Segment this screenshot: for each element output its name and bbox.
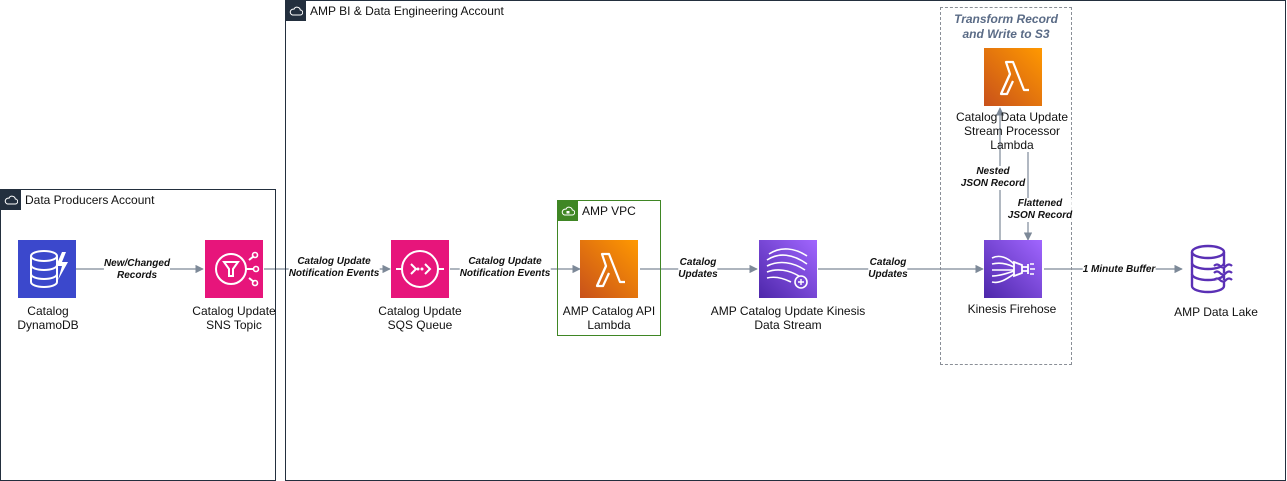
group-amp-vpc: AMP VPC	[557, 200, 661, 336]
kinesis-firehose-node[interactable]	[984, 240, 1042, 298]
group-transform-record: Transform Record and Write to S3	[940, 7, 1072, 365]
edge-label-buffer: 1 Minute Buffer	[1082, 264, 1156, 276]
kinesis-data-stream-icon	[759, 240, 817, 298]
sqs-queue-node[interactable]	[391, 240, 449, 298]
kinesis-firehose-icon	[984, 240, 1042, 298]
group-data-producers-account: Data Producers Account	[0, 189, 276, 481]
group-title-line: and Write to S3	[962, 27, 1050, 41]
data-lake-node[interactable]	[1184, 240, 1242, 298]
lambda-icon	[984, 48, 1042, 106]
group-label: Data Producers Account	[25, 193, 155, 207]
dynamodb-icon	[18, 240, 76, 298]
kinesis-data-stream-node[interactable]	[759, 240, 817, 298]
data-lake-icon	[1190, 244, 1233, 294]
sqs-icon	[391, 240, 449, 298]
lambda-icon	[580, 240, 638, 298]
dynamodb-node[interactable]	[18, 240, 76, 298]
group-title-line: Transform Record	[954, 12, 1058, 26]
vpc-cloud-icon	[558, 201, 578, 221]
processor-lambda-node[interactable]	[984, 48, 1042, 106]
group-label: AMP BI & Data Engineering Account	[310, 4, 504, 18]
sns-topic-node[interactable]	[205, 240, 263, 298]
cloud-icon	[286, 1, 306, 21]
sns-icon	[205, 240, 263, 298]
api-lambda-node[interactable]	[580, 240, 638, 298]
kinesis-firehose-label: Kinesis Firehose	[967, 302, 1057, 316]
data-lake-label: AMP Data Lake	[1174, 305, 1258, 319]
group-label: AMP VPC	[582, 204, 636, 218]
cloud-icon	[1, 190, 21, 210]
